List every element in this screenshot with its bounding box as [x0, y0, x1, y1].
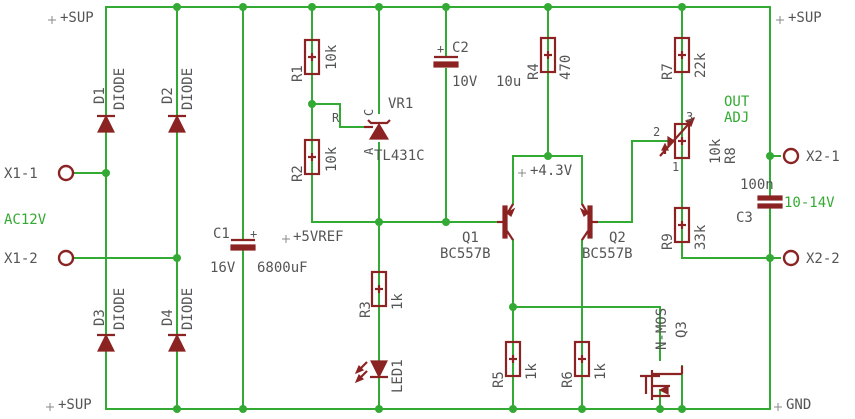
vr1-pin-c: C — [362, 109, 376, 116]
capacitor-c3-name: C3 — [736, 210, 753, 226]
input-note: AC12V — [4, 212, 47, 228]
resistor-r4-value: 470 — [558, 55, 574, 80]
resistor-r3-name: R3 — [358, 301, 374, 318]
resistor-r2[interactable]: R2 10k — [290, 138, 340, 182]
wires — [73, 6, 781, 410]
resistor-r1-name: R1 — [290, 65, 306, 82]
resistor-r9-name: R9 — [660, 233, 676, 250]
resistor-r3[interactable]: R3 1k — [358, 270, 406, 318]
capacitor-c3-value: 100n — [740, 177, 774, 193]
adjust-note-line2: ADJ — [724, 110, 749, 126]
resistor-r3-value: 1k — [390, 293, 406, 310]
capacitor-c2-capacitance: 10u — [496, 74, 521, 90]
terminal-x2-1[interactable]: X2-1 — [782, 147, 840, 165]
shunt-regulator-vr1[interactable]: VR1 TL431C R A C — [332, 96, 425, 164]
potentiometer-r8[interactable]: 2 3 1 10k R8 — [653, 110, 739, 174]
diode-d2-name: D2 — [160, 87, 176, 104]
resistor-r1-value: 10k — [324, 44, 340, 70]
terminal-x2-1-label: X2-1 — [806, 149, 840, 165]
led-led1[interactable]: LED1 — [354, 359, 406, 393]
vr1-name: VR1 — [388, 96, 413, 112]
vr1-value: TL431C — [374, 148, 425, 164]
diode-d1-value: DIODE — [112, 68, 128, 110]
pot-pin-3: 3 — [686, 110, 693, 124]
vr1-pin-r: R — [332, 111, 340, 125]
rail-sup-top-left: +SUP — [60, 10, 94, 26]
vr1-pin-a: A — [362, 147, 376, 155]
resistor-r6-name: R6 — [560, 371, 576, 388]
resistor-r5[interactable]: R5 1k — [491, 340, 540, 388]
diode-d4-name: D4 — [160, 309, 176, 326]
resistor-r6[interactable]: R6 1k — [560, 340, 609, 388]
q1-name: Q1 — [462, 230, 479, 246]
diode-d3[interactable]: D3 DIODE — [92, 288, 128, 352]
resistor-r2-name: R2 — [290, 165, 306, 182]
terminal-x2-2-label: X2-2 — [806, 251, 840, 267]
rail-sup-bottom-left: +SUP — [58, 397, 92, 413]
q2-name: Q2 — [609, 230, 626, 246]
svg-text:+: + — [250, 227, 257, 241]
resistor-r5-name: R5 — [491, 371, 507, 388]
led1-name: LED1 — [390, 359, 406, 393]
potentiometer-r8-name: R8 — [723, 147, 739, 164]
terminal-x1-1-label: X1-1 — [4, 166, 38, 182]
diode-d4[interactable]: D4 DIODE — [160, 288, 196, 352]
diode-d2-value: DIODE — [180, 68, 196, 110]
svg-text:+: + — [437, 42, 444, 56]
q1-value: BC557B — [440, 246, 491, 262]
capacitor-c2-voltage: 10V — [452, 74, 478, 90]
potentiometer-r8-value: 10k — [708, 138, 724, 164]
diode-d2[interactable]: D2 DIODE — [160, 68, 196, 133]
q3-value: N-MOS — [654, 308, 670, 350]
rail-vref: +5VREF — [293, 229, 344, 245]
transistor-q1[interactable]: Q1 BC557B — [440, 203, 516, 262]
resistor-r7-value: 22k — [693, 52, 709, 78]
resistor-r4[interactable]: R4 470 — [526, 36, 574, 80]
q2-value: BC557B — [582, 246, 633, 262]
resistor-r4-name: R4 — [526, 63, 542, 80]
diode-d3-name: D3 — [92, 309, 108, 326]
terminal-x1-2[interactable]: X1-2 — [4, 249, 75, 267]
output-note: 10-14V — [784, 195, 835, 211]
resistor-r7-name: R7 — [660, 63, 676, 80]
transistor-q3[interactable]: N-MOS Q3 — [640, 308, 690, 400]
diode-d4-value: DIODE — [180, 288, 196, 330]
resistor-r1[interactable]: R1 10k — [290, 38, 340, 82]
transistor-q2[interactable]: Q2 BC557B — [579, 203, 633, 262]
diode-d1-name: D1 — [92, 87, 108, 104]
resistor-r7[interactable]: R7 22k — [660, 36, 709, 80]
diode-d3-value: DIODE — [112, 288, 128, 330]
terminal-x1-2-label: X1-2 — [4, 251, 38, 267]
capacitor-c3[interactable]: 100n C3 — [736, 177, 784, 226]
capacitor-c1[interactable]: + C1 16V 6800uF — [210, 226, 308, 276]
node-voltage-label: +4.3V — [530, 163, 573, 179]
rail-sup-top-right: +SUP — [788, 10, 822, 26]
terminal-x1-1[interactable]: X1-1 — [4, 164, 75, 182]
capacitor-c2[interactable]: + C2 10V 10u — [432, 40, 521, 90]
pot-pin-2: 2 — [653, 125, 660, 139]
capacitor-c2-name: C2 — [452, 40, 469, 56]
resistor-r9-value: 33k — [693, 224, 709, 250]
resistor-r9[interactable]: R9 33k — [660, 206, 709, 250]
pot-pin-1: 1 — [672, 160, 679, 174]
capacitor-c1-capacitance: 6800uF — [257, 260, 308, 276]
capacitor-c1-name: C1 — [213, 226, 230, 242]
terminal-x2-2[interactable]: X2-2 — [782, 249, 840, 267]
junctions — [102, 3, 774, 413]
resistor-r2-value: 10k — [324, 146, 340, 172]
resistor-r6-value: 1k — [593, 363, 609, 380]
q3-name: Q3 — [674, 321, 690, 338]
diode-d1[interactable]: D1 DIODE — [92, 68, 128, 133]
resistor-r5-value: 1k — [524, 363, 540, 380]
rail-gnd: GND — [786, 397, 811, 413]
capacitor-c1-voltage: 16V — [210, 260, 236, 276]
rail-tick-marks — [46, 16, 784, 411]
adjust-note-line1: OUT — [724, 94, 750, 110]
